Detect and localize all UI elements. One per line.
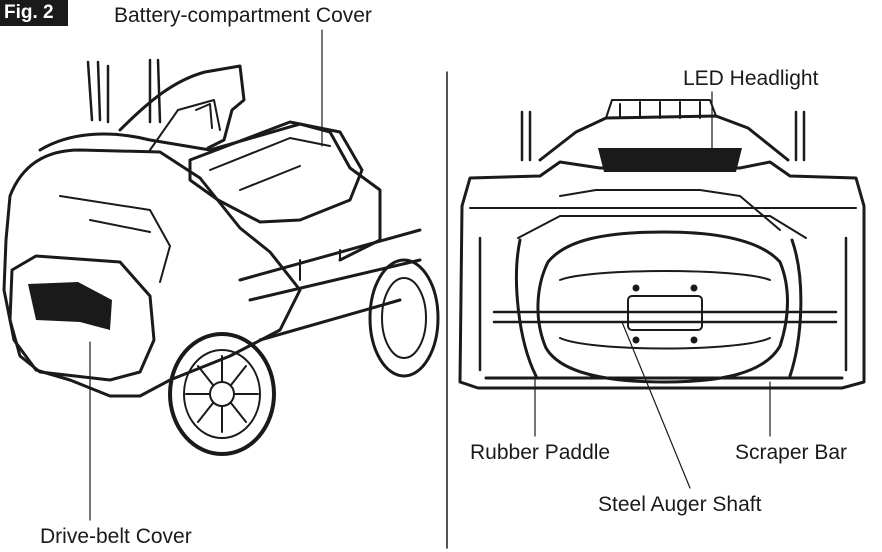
snow-blower-side-view xyxy=(2,29,440,521)
rubber-paddle-label: Rubber Paddle xyxy=(470,441,611,464)
snow-blower-front-view xyxy=(458,91,866,489)
steel-auger-shaft-leader xyxy=(621,321,691,489)
scraper-bar-label: Scraper Bar xyxy=(735,441,848,464)
figure-label: Fig. 2 xyxy=(0,0,68,26)
belt-cover-vent xyxy=(28,282,112,330)
auger-housing xyxy=(458,160,866,390)
rubber-paddle-right xyxy=(788,238,803,378)
front-wheel xyxy=(168,332,276,456)
drive-belt-cover-label: Drive-belt Cover xyxy=(40,525,192,548)
steel-auger-shaft xyxy=(492,310,838,324)
drive-belt-cover xyxy=(8,254,156,382)
battery-cover xyxy=(188,120,364,224)
steel-auger-shaft-label: Steel Auger Shaft xyxy=(598,493,762,516)
led-headlight-label: LED Headlight xyxy=(683,67,819,90)
auger xyxy=(536,230,789,384)
battery-cover-label: Battery-compartment Cover xyxy=(114,4,372,27)
rubber-paddle-left xyxy=(515,238,538,378)
